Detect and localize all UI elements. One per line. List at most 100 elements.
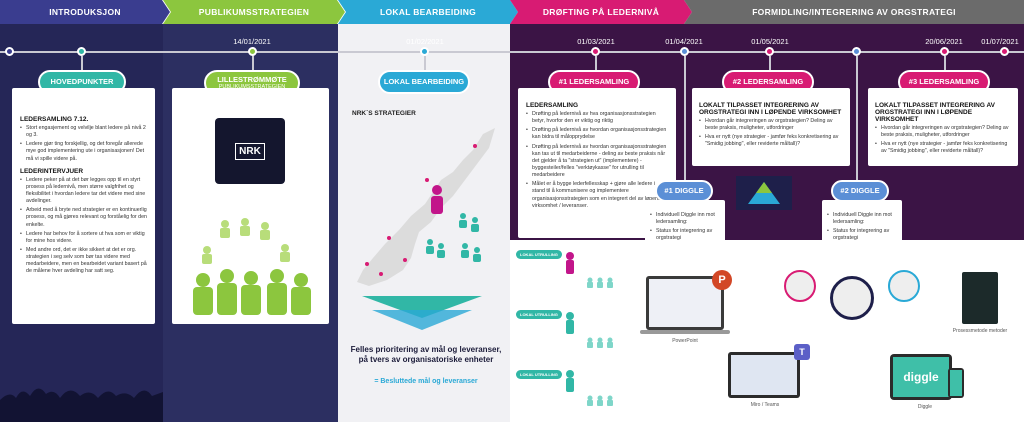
funnel-arrow-icon bbox=[362, 296, 482, 330]
timeline-dot bbox=[940, 47, 949, 56]
bullet-item: Arbeid med å bryte ned strategier er en … bbox=[20, 207, 147, 228]
bullet-item: Individuell Diggle inn mot ledersamling: bbox=[650, 212, 721, 226]
book-image bbox=[962, 272, 998, 324]
section-title: LOKALT TILPASSET INTEGRERING AV ORGSTRAT… bbox=[699, 102, 842, 116]
wordcloud-screen bbox=[649, 279, 721, 327]
phase-publikumsstrategien: PUBLIKUMSSTRATEGIEN bbox=[163, 0, 345, 24]
timeline-dot bbox=[591, 47, 600, 56]
card-hovedpunkter: LEDERSAMLING 7.12. Stort engasjement og … bbox=[12, 88, 155, 324]
section-title: LEDERSAMLING bbox=[526, 102, 578, 109]
phase-introduksjon: INTRODUKSJON bbox=[0, 0, 170, 24]
bullet-item: Drøfting på ledernivå av hvordan organis… bbox=[526, 144, 669, 180]
phase-drofting: DRØFTING PÅ LEDERNIVÅ bbox=[510, 0, 692, 24]
map-title: NRK´S STRATEGIER bbox=[352, 110, 416, 117]
bullet-item: Målet er å bygge lederfellesskap + gjøre… bbox=[526, 181, 669, 210]
timeline-dot bbox=[680, 47, 689, 56]
bullet-item: Stort engasjement og velvilje blant lede… bbox=[20, 125, 147, 139]
diggle-logo: diggle bbox=[893, 357, 949, 397]
nrk-logo: NRK bbox=[235, 142, 265, 160]
pill-diggle-2: #2 DIGGLE bbox=[831, 180, 889, 202]
phase-formidling: FORMIDLING/INTEGRERING AV ORGSTRATEGI bbox=[684, 0, 1024, 24]
section-title: LEDERINTERVJUER bbox=[20, 167, 84, 175]
local-rollout-label: LOKAL UTRULLING bbox=[516, 370, 562, 379]
local-rollout-label: LOKAL UTRULLING bbox=[516, 310, 562, 319]
connector bbox=[769, 56, 771, 74]
timeline-dot bbox=[852, 47, 861, 56]
bullet-item: Hva er nytt (nye strategier - jamfør fek… bbox=[699, 134, 843, 148]
diggle-phone bbox=[948, 368, 964, 398]
phase-lokal-bearbeiding: LOKAL BEARBEIDING bbox=[338, 0, 518, 24]
connector bbox=[81, 56, 83, 74]
shared-priority-text: Felles prioritering av mål og leveranser… bbox=[350, 345, 502, 364]
diggle-phone-screen bbox=[950, 370, 962, 396]
bullet-list: Hvordan går integreringen av orgstrategi… bbox=[875, 125, 1012, 156]
bullet-item: Ledere gjør ting forskjellig, og det for… bbox=[20, 141, 147, 162]
screen-image: NRK bbox=[215, 118, 285, 184]
phase-header: INTRODUKSJON PUBLIKUMSSTRATEGIEN LOKAL B… bbox=[0, 0, 1024, 24]
date-label: 01/03/2021 bbox=[577, 37, 615, 46]
pyramid-slide-image bbox=[736, 176, 792, 210]
card-ledersamling-3: LOKALT TILPASSET INTEGRERING AV ORGSTRAT… bbox=[868, 88, 1018, 166]
pill-diggle-1: #1 DIGGLE bbox=[655, 180, 713, 202]
rollout-people-illustration bbox=[566, 252, 613, 406]
date-label: 01/04/2021 bbox=[665, 37, 703, 46]
connector bbox=[856, 56, 858, 182]
bullet-item: Hvordan går integreringen av orgstrategi… bbox=[875, 125, 1012, 139]
laptop-base bbox=[640, 330, 730, 334]
powerpoint-icon: P bbox=[712, 270, 732, 290]
bullet-item: Status for integrering av orgstrategi bbox=[827, 228, 898, 242]
teams-caption: Miro / Teams bbox=[750, 402, 780, 408]
diggle-tablet: diggle bbox=[890, 354, 952, 400]
bullet-item: Hvordan går integreringen av orgstrategi… bbox=[699, 118, 843, 132]
date-label: 01/07/2021 bbox=[981, 37, 1019, 46]
timeline-dot bbox=[765, 47, 774, 56]
connector bbox=[424, 56, 426, 74]
connector bbox=[684, 56, 686, 182]
bullet-list: Hvordan går integreringen av orgstrategi… bbox=[699, 118, 843, 149]
bullet-list: Individuell Diggle inn mot ledersamling:… bbox=[650, 212, 721, 243]
bullet-item: Status for integrering av orgstrategi bbox=[650, 228, 721, 242]
timeline-axis bbox=[0, 51, 1024, 53]
date-label: 14/01/2021 bbox=[233, 37, 271, 46]
pill-lokal-bearbeiding: LOKAL BEARBEIDING bbox=[378, 70, 470, 94]
bullet-item: Ledere har behov for å sortere ut hva so… bbox=[20, 231, 147, 245]
section-title: LEDERSAMLING 7.12. bbox=[20, 116, 89, 123]
timeline-dot bbox=[77, 47, 86, 56]
pill-line: LILLESTRØMMØTE bbox=[217, 74, 287, 84]
teams-screen bbox=[731, 355, 797, 395]
timeline-dot bbox=[420, 47, 429, 56]
connector bbox=[252, 56, 254, 74]
pill-subline: PUBLIKUMSSTRATEGIEN bbox=[219, 84, 286, 90]
card-diggle-2: Individuell Diggle inn mot ledersamling:… bbox=[822, 200, 902, 260]
date-label: 01/02/2021 bbox=[406, 37, 444, 46]
bullet-item: Drøfting på ledernivå av hvordan organis… bbox=[526, 127, 669, 141]
poster-icon bbox=[784, 270, 816, 302]
local-rollout-label: LOKAL UTRULLING bbox=[516, 250, 562, 259]
connector bbox=[595, 56, 597, 74]
bullet-list: Ledere peker på at det bør legges opp ti… bbox=[20, 177, 147, 276]
bullet-item: Drøfting på ledernivå av hva organisasjo… bbox=[526, 111, 669, 125]
connector bbox=[944, 56, 946, 74]
date-label: 01/05/2021 bbox=[751, 37, 789, 46]
decided-goals-text: = Besluttede mål og leveranser bbox=[374, 378, 478, 385]
bullet-list: Drøfting på ledernivå av hva organisasjo… bbox=[526, 111, 669, 210]
poster-icon bbox=[888, 270, 920, 302]
teams-icon: T bbox=[794, 344, 810, 360]
bullet-list: Stort engasjement og velvilje blant lede… bbox=[20, 125, 147, 163]
bullet-item: Med andre ord, det er ikke sikkert at de… bbox=[20, 247, 147, 276]
bullet-item: Ledere peker på at det bør legges opp ti… bbox=[20, 177, 147, 206]
laptop-wordcloud-image bbox=[646, 276, 724, 330]
bullet-item: Individuell Diggle inn mot ledersamling: bbox=[827, 212, 898, 226]
card-ledersamling-2: LOKALT TILPASSET INTEGRERING AV ORGSTRAT… bbox=[692, 88, 850, 166]
bullet-item: Hva er nytt (nye strategier - jamfør fek… bbox=[875, 141, 1012, 155]
diggle-caption: Diggle bbox=[917, 404, 933, 410]
crowd-silhouette bbox=[0, 388, 163, 422]
monitor-teams-image bbox=[728, 352, 800, 398]
bullet-list: Individuell Diggle inn mot ledersamling:… bbox=[827, 212, 898, 243]
section-title: LOKALT TILPASSET INTEGRERING AV ORGSTRAT… bbox=[875, 102, 996, 123]
timeline-dot bbox=[248, 47, 257, 56]
timeline-dot bbox=[1000, 47, 1009, 56]
powerpoint-caption: PowerPoint bbox=[672, 338, 698, 344]
timeline-dot bbox=[5, 47, 14, 56]
poster-icon bbox=[830, 276, 874, 320]
